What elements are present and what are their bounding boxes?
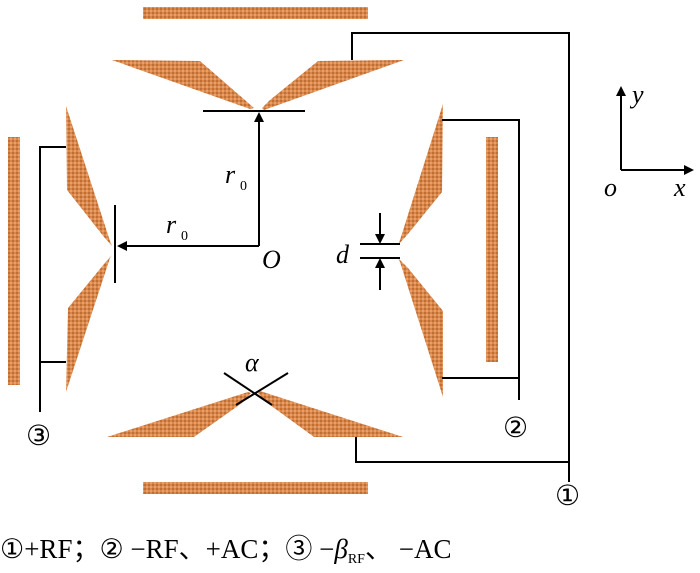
r0-horizontal-label: r bbox=[166, 210, 177, 239]
r0-vertical-subscript: 0 bbox=[240, 179, 247, 194]
wire-terminal-3 bbox=[39, 146, 66, 412]
axis-origin-label: o bbox=[604, 173, 617, 202]
right-lower-blade bbox=[398, 258, 443, 397]
caption-part2: 、 −AC bbox=[364, 534, 452, 564]
caption-beta-subscript: RF bbox=[347, 552, 365, 567]
gap-d-upper-arrowhead bbox=[375, 234, 385, 244]
top-left-blade bbox=[112, 60, 254, 109]
terminal-1-label: ① bbox=[555, 481, 580, 512]
axis-x-arrowhead bbox=[684, 165, 694, 175]
left-upper-blade bbox=[66, 106, 112, 246]
axis-x-label: x bbox=[673, 173, 686, 202]
origin-O-label: O bbox=[262, 245, 281, 274]
terminal-3-label: ③ bbox=[26, 421, 51, 452]
right-upper-blade bbox=[398, 104, 443, 245]
right-bar-electrode bbox=[486, 137, 498, 362]
r0-horizontal-subscript: 0 bbox=[181, 229, 188, 244]
r0-horizontal-arrowhead bbox=[117, 241, 127, 251]
bottom-bar-electrode bbox=[143, 482, 368, 494]
bottom-right-blade bbox=[258, 391, 403, 437]
gap-d-label: d bbox=[336, 240, 350, 269]
caption: ①+RF；② −RF、+AC；③ −βRF、 −AC bbox=[0, 527, 700, 567]
caption-part1: ①+RF；② −RF、+AC；③ − bbox=[0, 534, 335, 564]
top-right-blade bbox=[262, 60, 404, 110]
gap-d-lower-arrowhead bbox=[375, 258, 385, 268]
bottom-left-blade bbox=[107, 392, 251, 437]
wire-terminal-2 bbox=[442, 119, 520, 400]
wire-terminal-1 bbox=[351, 32, 570, 482]
wire-terminal-1-bottom bbox=[355, 437, 569, 463]
axis-y-label: y bbox=[629, 80, 644, 109]
angle-alpha-label: α bbox=[245, 348, 260, 377]
alpha-line-right bbox=[235, 372, 289, 406]
alpha-line-left bbox=[223, 372, 273, 406]
caption-beta: β bbox=[334, 534, 348, 564]
left-lower-blade bbox=[66, 255, 112, 392]
r0-vertical-arrowhead bbox=[254, 112, 264, 122]
top-bar-electrode bbox=[143, 7, 368, 19]
terminal-2-label: ② bbox=[503, 413, 528, 444]
axis-y-arrowhead bbox=[616, 86, 626, 96]
left-bar-electrode bbox=[8, 137, 20, 385]
r0-vertical-label: r bbox=[225, 160, 236, 189]
